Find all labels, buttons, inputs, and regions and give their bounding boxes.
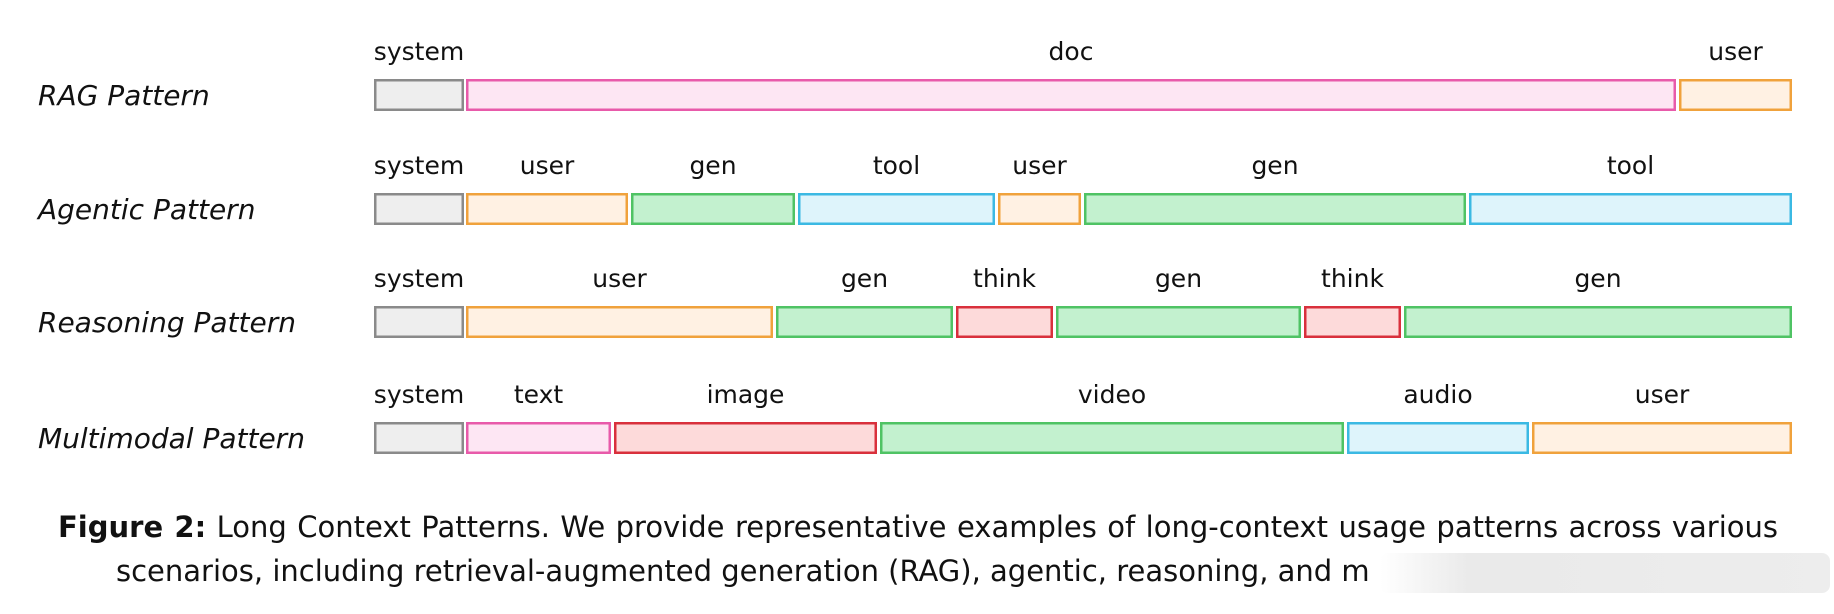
segment-label: audio: [1403, 380, 1472, 409]
segment-label: user: [592, 264, 647, 293]
segment-label: doc: [1049, 37, 1094, 66]
segment-video-bar: [880, 422, 1344, 454]
segment-audio-bar: [1347, 422, 1529, 454]
pattern-row: Agentic Pattern system user gen tool user gen t…: [36, 151, 1792, 226]
figure-caption-text: Long Context Patterns. We provide repres…: [116, 510, 1779, 588]
row-label: Agentic Pattern: [36, 193, 255, 226]
segment-label: tool: [1607, 151, 1654, 180]
segment-doc-bar: [466, 79, 1676, 111]
segment-label: system: [374, 37, 464, 66]
segment-user-bar: [466, 306, 773, 338]
segment-think-bar: [1304, 306, 1401, 338]
segment-label: user: [520, 151, 575, 180]
segment-label: tool: [873, 151, 920, 180]
row-label: Reasoning Pattern: [38, 306, 296, 339]
segment-label: user: [1012, 151, 1067, 180]
segment-image-bar: [614, 422, 877, 454]
row-label: RAG Pattern: [38, 79, 210, 112]
segment-label: gen: [1251, 151, 1298, 180]
segment-tool-bar: [1469, 193, 1792, 225]
segment-user-bar: [1679, 79, 1792, 111]
pattern-row: Reasoning Pattern system user gen think gen th…: [38, 264, 1792, 339]
row-label: Multimodal Pattern: [38, 422, 305, 455]
segment-gen-bar: [1084, 193, 1466, 225]
segment-system-bar: [374, 193, 464, 225]
segment-system-bar: [374, 79, 464, 111]
pattern-row: Multimodal Pattern system text image video au…: [38, 380, 1792, 455]
segment-label: system: [374, 380, 464, 409]
segment-label: system: [374, 151, 464, 180]
segment-gen-bar: [1056, 306, 1301, 338]
segment-label: think: [1321, 264, 1384, 293]
segment-user-bar: [1532, 422, 1792, 454]
segment-gen-bar: [776, 306, 953, 338]
segment-label: user: [1635, 380, 1690, 409]
segment-label: system: [374, 264, 464, 293]
segment-label: gen: [689, 151, 736, 180]
segment-text-bar: [466, 422, 611, 454]
segment-system-bar: [374, 422, 464, 454]
segment-user-bar: [998, 193, 1081, 225]
pattern-row: RAG Pattern system doc user: [38, 37, 1792, 112]
segment-label: gen: [1574, 264, 1621, 293]
figure-caption-label: Figure 2:: [58, 510, 207, 544]
segment-label: think: [973, 264, 1036, 293]
segment-label: gen: [841, 264, 888, 293]
segment-gen-bar: [1404, 306, 1792, 338]
segment-gen-bar: [631, 193, 795, 225]
segment-label: video: [1078, 380, 1146, 409]
segment-think-bar: [956, 306, 1053, 338]
segment-tool-bar: [798, 193, 995, 225]
segment-label: user: [1708, 37, 1763, 66]
figure-caption: Figure 2: Long Context Patterns. We prov…: [58, 505, 1778, 593]
segment-user-bar: [466, 193, 628, 225]
segment-label: image: [707, 380, 785, 409]
segment-system-bar: [374, 306, 464, 338]
segment-label: text: [514, 380, 564, 409]
watermark-overlay: [1380, 553, 1830, 593]
segment-label: gen: [1155, 264, 1202, 293]
